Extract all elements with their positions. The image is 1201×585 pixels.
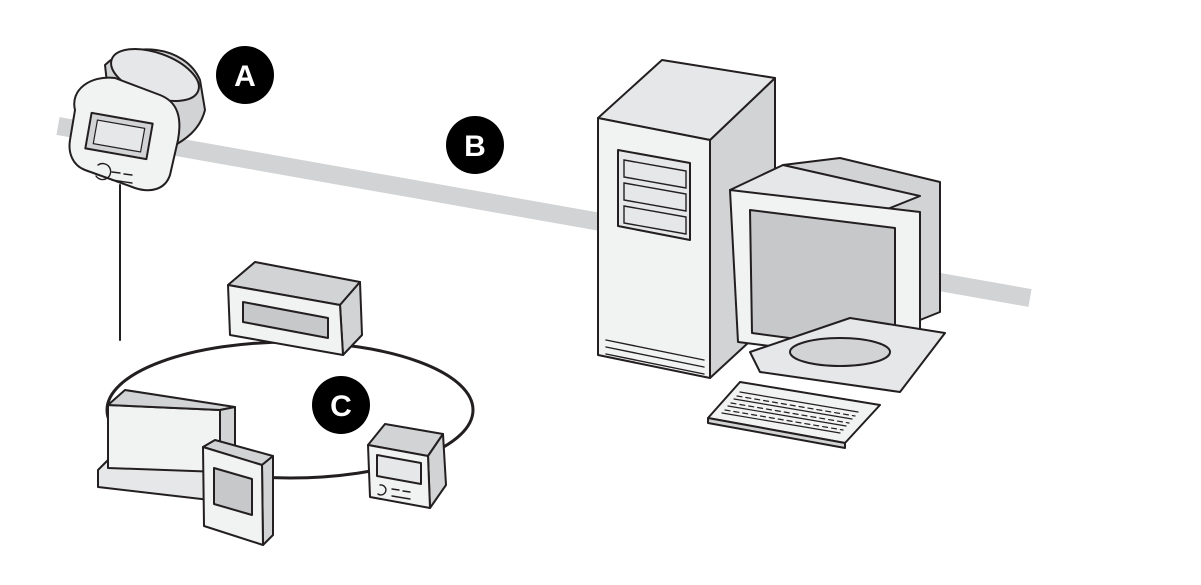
callout-b: B bbox=[446, 116, 504, 174]
callout-c-label: C bbox=[330, 390, 352, 423]
meter-icon bbox=[68, 48, 206, 192]
monitor-icon bbox=[729, 157, 946, 393]
panel-display-icon bbox=[227, 261, 363, 356]
callout-a: A bbox=[216, 46, 274, 104]
room-unit-icon bbox=[202, 439, 274, 546]
callout-c: C bbox=[312, 376, 370, 434]
keyboard-icon bbox=[707, 381, 881, 449]
callout-b-label: B bbox=[464, 130, 486, 163]
callout-a-label: A bbox=[234, 60, 256, 93]
square-meter-icon bbox=[367, 423, 447, 509]
